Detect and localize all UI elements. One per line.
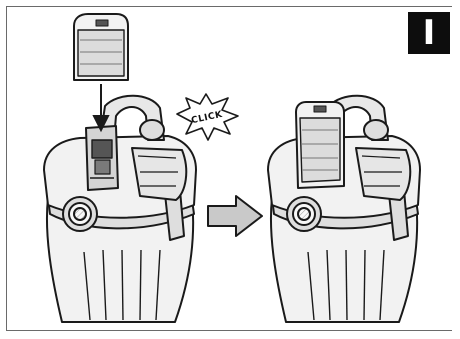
battery-installed	[296, 102, 344, 188]
knob-right	[364, 120, 388, 140]
knob-left	[140, 120, 164, 140]
battery-pack	[74, 14, 128, 80]
starburst-icon: CLICK	[177, 94, 238, 140]
vacuum-left	[44, 96, 196, 322]
arrow-right-icon	[208, 196, 262, 236]
vacuum-right	[268, 96, 420, 322]
